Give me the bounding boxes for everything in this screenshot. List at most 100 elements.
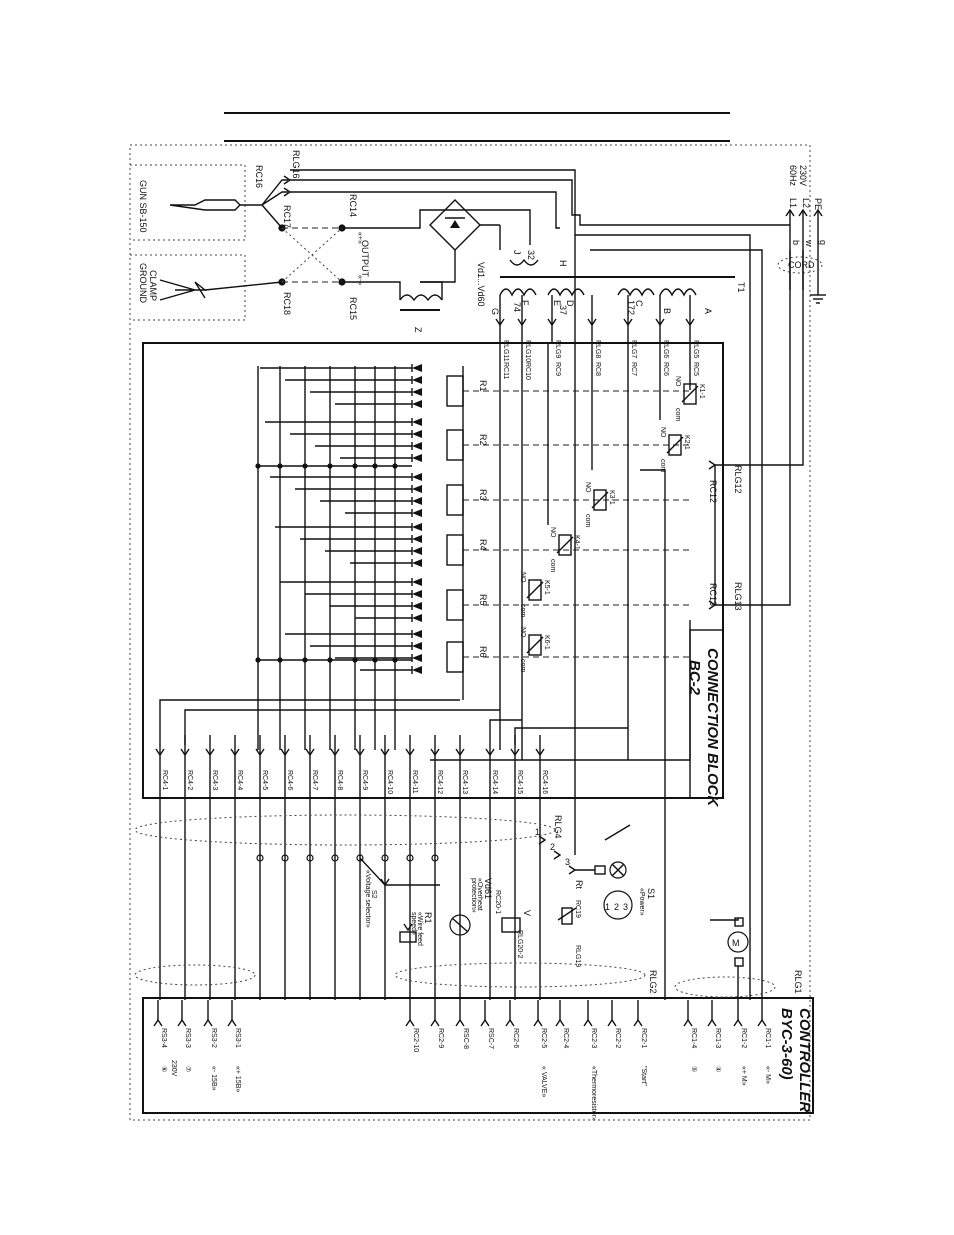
note-RC1-1: «- M» <box>764 1066 771 1084</box>
selector-arrow-icon <box>380 878 390 887</box>
note-RS3-1: «+ 15B» <box>234 1066 241 1092</box>
winding-J-turns: 32 <box>526 250 536 260</box>
pin-RLG1: RLG1 <box>793 970 803 994</box>
diode-icon <box>412 523 422 531</box>
pin-RS3-2: RS3-2 <box>210 1028 217 1048</box>
wire-RLG2 <box>640 469 666 1000</box>
diode-icon <box>412 442 422 450</box>
cord-ellipse <box>777 256 823 274</box>
note-RS3-4: ⑥ <box>160 1066 168 1072</box>
pin-RC1-3: RC1-3 <box>714 1028 721 1048</box>
switch-pin-2: 2 <box>550 842 555 852</box>
pin-arrow-icon <box>568 865 577 875</box>
signal-cable-ellipse <box>394 962 646 988</box>
gun-wire-c <box>261 204 283 229</box>
pin-RC12: RC12 <box>708 480 718 503</box>
s1-label: S1 <box>646 888 656 899</box>
relay-NO: NO <box>674 376 681 387</box>
label-R3: R3 <box>478 489 488 501</box>
clamp-label: GROUND <box>138 263 148 303</box>
pin-arrow-icon <box>505 1018 515 1027</box>
note-RS3-3: ⑦ <box>184 1066 192 1072</box>
pin-RC4-3: RC4-3 <box>211 770 218 790</box>
resistor-R5 <box>446 589 464 621</box>
pin-RLG11: RLG11 <box>502 340 509 362</box>
winding-B: B <box>662 308 672 314</box>
relay-NO: NO <box>584 482 591 493</box>
output-cross <box>281 227 343 283</box>
diode-icon <box>412 473 422 481</box>
label-K6-1: K6-1 <box>543 635 550 650</box>
diode-icon <box>412 509 422 517</box>
resistor-R2 <box>446 429 464 461</box>
pin-RC4-13: RC4-13 <box>461 770 468 794</box>
pin-RLG10: RLG10 <box>524 340 531 362</box>
pin-RLG8: RLG8 <box>594 340 601 358</box>
note-RC1-2: «+ M» <box>740 1066 747 1086</box>
winding-J: J <box>512 250 522 255</box>
switch-blade <box>604 824 631 841</box>
relay-com: com <box>674 408 681 421</box>
motor-cable-ellipse <box>674 976 776 998</box>
outer-frame <box>129 144 811 1121</box>
choke-label: Z <box>413 327 423 333</box>
pin-RLG4: RLG4 <box>553 815 563 839</box>
motor-terminal <box>734 957 744 967</box>
winding-F-turns: 74 <box>512 302 522 312</box>
wire-long <box>575 234 751 1000</box>
pin-RLG16: RLG16 <box>291 150 301 179</box>
rc4-bus <box>159 699 460 735</box>
selector-position <box>281 854 289 862</box>
connection-block-model: BC-2 <box>686 660 703 696</box>
diode-icon <box>412 497 422 505</box>
relay-diagonal <box>526 636 544 654</box>
valve-label: V <box>522 910 532 916</box>
relay-com: com <box>659 459 666 472</box>
pin-RLG6: RLG6 <box>662 340 669 358</box>
connector-arrow-icon <box>708 460 717 470</box>
pin-RC2-1: RC2-1 <box>640 1028 647 1048</box>
selector-wiper <box>359 857 440 886</box>
pin-RC2-10: RC2-10 <box>412 1028 419 1052</box>
diode-icon <box>412 547 422 555</box>
relay-com: com <box>549 559 556 572</box>
pin-arrow-icon <box>538 835 547 845</box>
diode-icon <box>412 388 422 396</box>
controller-230v: 230V <box>170 1060 177 1077</box>
lamp-cross <box>611 863 625 877</box>
wire-rc16 <box>290 191 560 229</box>
relay-diagonal <box>681 385 699 403</box>
supply-voltage: 230V <box>798 165 808 186</box>
welding-gun-icon <box>169 199 241 211</box>
clamp-cable <box>204 281 283 291</box>
vd61-label: Vd61 <box>483 878 493 899</box>
relay-diagonal <box>556 536 574 554</box>
label-K5-1: K5-1 <box>543 580 550 595</box>
controller-block <box>142 997 814 1114</box>
relay-NO: NO <box>549 527 556 538</box>
rect-wire-1 <box>342 209 531 245</box>
power-lamp-icon <box>609 861 627 879</box>
r1pot-label: R1 <box>423 912 433 924</box>
transformer-label: T1 <box>736 282 746 293</box>
pin-RC4-6: RC4-6 <box>286 770 293 790</box>
note-RC1-4: ⑤ <box>690 1066 698 1072</box>
pin-RC1-4: RC1-4 <box>690 1028 697 1048</box>
pin-RC6: RC6 <box>662 362 669 376</box>
diode-icon <box>412 578 422 586</box>
pin-RC4-2: RC4-2 <box>186 770 193 790</box>
pin-RLG13: RLG13 <box>733 582 743 611</box>
valve-coil-icon <box>501 917 521 933</box>
relay-coil-K5-1 <box>528 579 542 601</box>
pin-RC4-15: RC4-15 <box>516 770 523 794</box>
transformer-winding <box>617 288 655 297</box>
selector-position <box>356 854 364 862</box>
pin-arrow-icon <box>757 1018 767 1027</box>
pin-arrow-icon <box>177 1018 187 1027</box>
label-R2: R2 <box>478 434 488 446</box>
pin-arrow-icon <box>480 1018 490 1027</box>
relay-diagonal <box>591 491 609 509</box>
relay-diagonal <box>666 436 684 454</box>
output-minus: «-» <box>356 275 363 285</box>
diode-icon <box>412 376 422 384</box>
